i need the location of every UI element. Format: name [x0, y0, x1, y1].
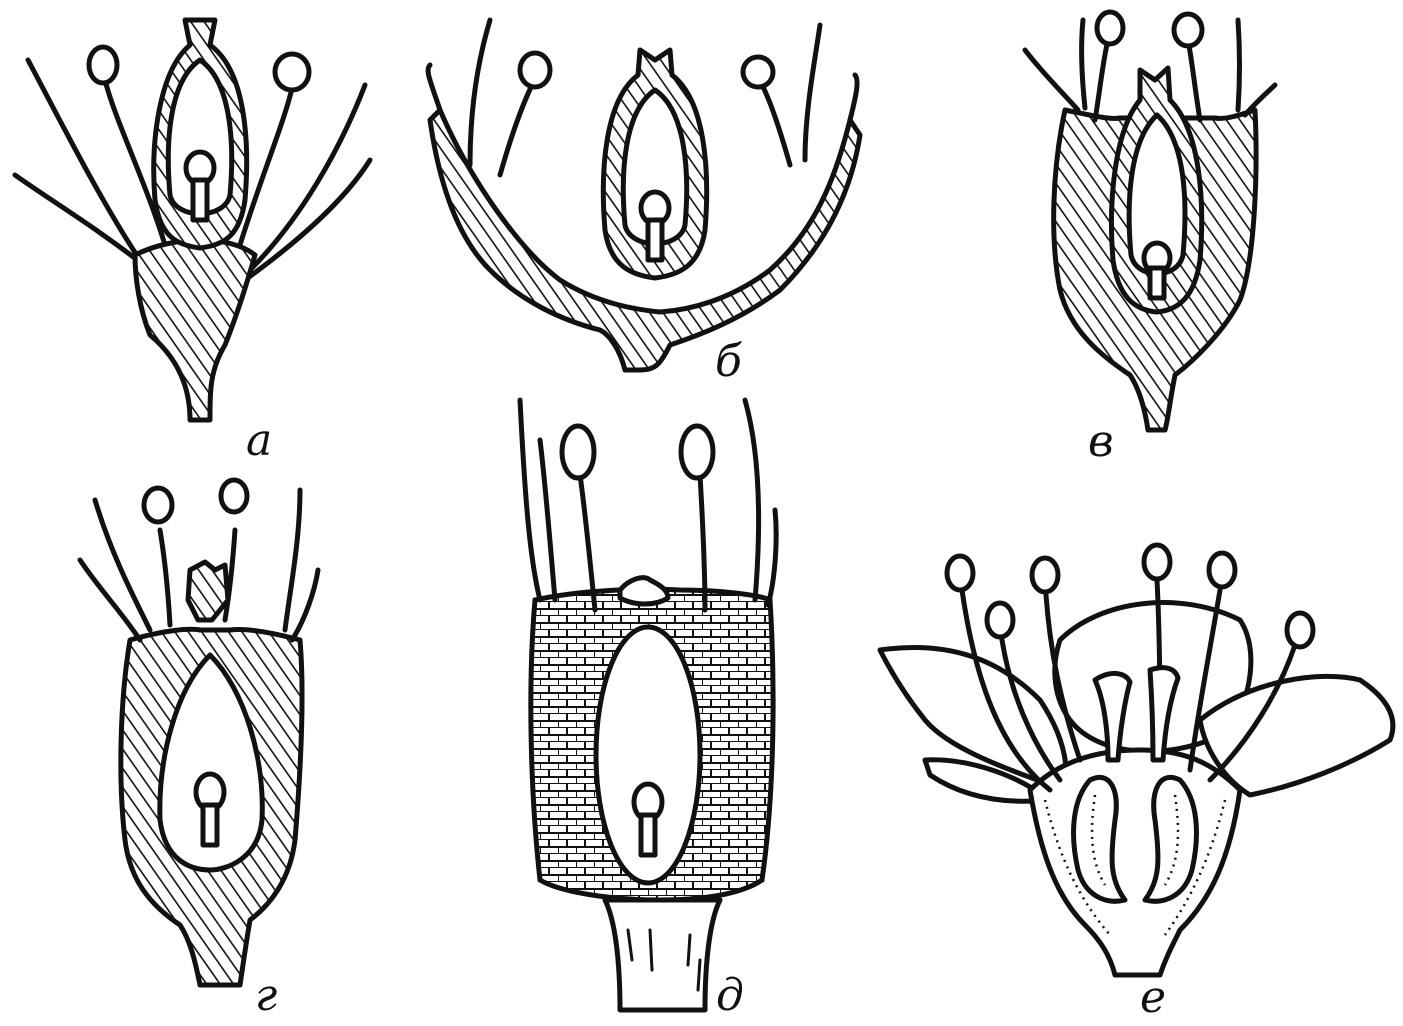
panel-g	[80, 480, 318, 985]
panel-a	[15, 20, 370, 420]
panel-d-label: д	[716, 970, 744, 1021]
panel-e-label: е	[1140, 972, 1166, 1023]
panel-d	[520, 400, 776, 1010]
panel-v	[1025, 12, 1275, 430]
panel-e	[880, 545, 1393, 975]
panel-g-label: г	[255, 970, 277, 1021]
panel-a-label: а	[246, 415, 272, 466]
panel-b-label: б	[715, 336, 742, 387]
panel-b	[428, 20, 860, 370]
panel-v-label: в	[1088, 416, 1114, 467]
